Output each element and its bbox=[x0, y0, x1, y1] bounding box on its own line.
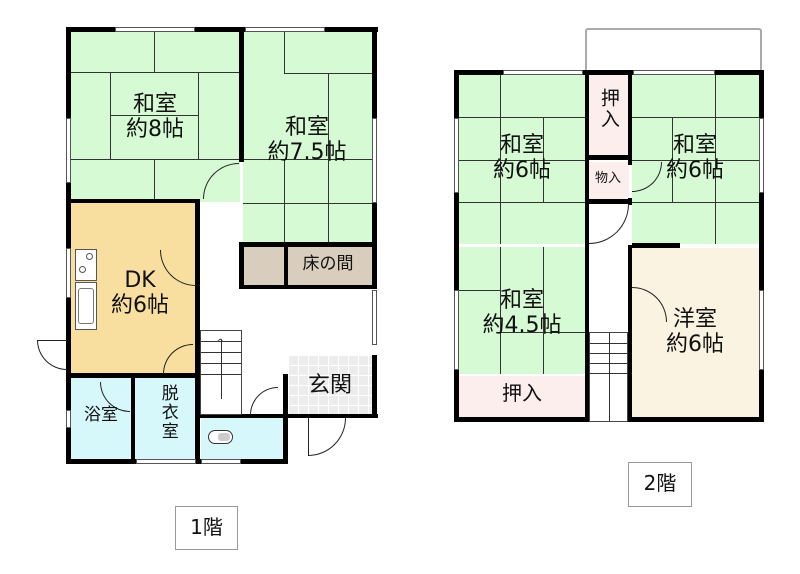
window bbox=[633, 70, 715, 75]
window bbox=[372, 118, 377, 203]
room-genkan bbox=[288, 355, 375, 417]
window bbox=[66, 118, 71, 183]
window bbox=[66, 248, 71, 298]
stove-icon bbox=[75, 249, 97, 281]
door-swing[interactable] bbox=[250, 387, 278, 415]
room-oshiire-bottom bbox=[458, 376, 585, 418]
back-door[interactable] bbox=[37, 340, 67, 370]
room-label: 和室約8帖 bbox=[126, 92, 184, 143]
room-label: 床の間 bbox=[302, 254, 354, 274]
room-youshitsu bbox=[632, 248, 759, 418]
room-monoire bbox=[589, 162, 629, 199]
window bbox=[136, 459, 196, 464]
room-label: 洋室約6帖 bbox=[666, 307, 724, 358]
room-washitsu-6b bbox=[632, 74, 759, 244]
tokonoma-left bbox=[242, 245, 285, 286]
entrance-door[interactable] bbox=[308, 418, 346, 456]
room-label: 浴室 bbox=[84, 405, 118, 425]
window bbox=[201, 459, 241, 464]
room-label: 和室約6帖 bbox=[493, 133, 551, 184]
window bbox=[66, 410, 71, 428]
balcony bbox=[585, 28, 762, 73]
room-label: 和室約7.5帖 bbox=[267, 115, 347, 166]
door-swing[interactable] bbox=[589, 204, 629, 244]
room-oshiire-top bbox=[589, 74, 629, 156]
room-dressing bbox=[135, 378, 198, 461]
window bbox=[454, 290, 459, 370]
toilet-icon bbox=[208, 430, 233, 444]
room-label: 押入 bbox=[502, 381, 542, 405]
window bbox=[759, 118, 764, 193]
window bbox=[503, 70, 583, 75]
room-washitsu-8 bbox=[70, 30, 240, 202]
room-label: 物入 bbox=[594, 171, 622, 186]
staircase-2f bbox=[589, 332, 628, 422]
room-washitsu-6a bbox=[458, 74, 585, 244]
staircase-1f: ^ bbox=[200, 330, 242, 415]
window bbox=[759, 290, 764, 370]
floor-2-tag: 2階 bbox=[628, 462, 692, 507]
room-tokonoma bbox=[287, 245, 372, 286]
window bbox=[115, 27, 195, 32]
room-label: 玄関 bbox=[307, 373, 353, 398]
window bbox=[372, 290, 377, 345]
room-label: 和室約6帖 bbox=[666, 133, 724, 184]
room-label: 脱衣室 bbox=[157, 384, 178, 441]
room-label: 和室約4.5帖 bbox=[482, 288, 562, 339]
room-washitsu-4-5 bbox=[458, 247, 585, 374]
window bbox=[454, 118, 459, 193]
window bbox=[245, 27, 325, 32]
room-washitsu-7-5 bbox=[243, 30, 372, 245]
room-label: 押入 bbox=[597, 88, 620, 130]
sink-icon bbox=[75, 282, 97, 330]
floor-1-tag: 1階 bbox=[175, 506, 238, 550]
